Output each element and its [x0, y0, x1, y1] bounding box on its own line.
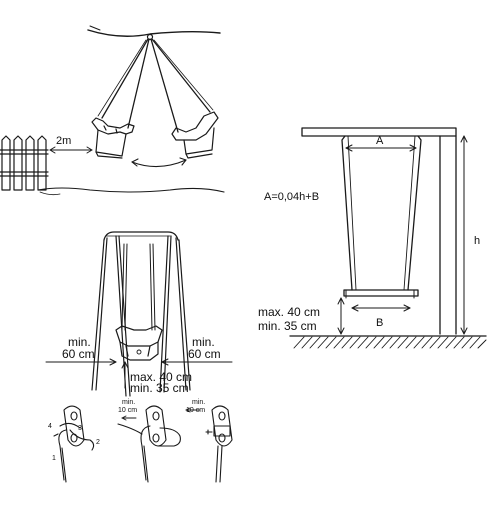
swing-motion-arrow: [131, 159, 187, 168]
formula-label: A=0,04h+B: [264, 191, 319, 203]
fastening-steps: 4 3 2 1 min. 10 cm min: [48, 399, 233, 483]
right-clearance-dist: 60 cm: [188, 347, 221, 361]
fence-distance-label: 2m: [56, 135, 71, 147]
step1-number-4: 4: [48, 423, 52, 430]
dim-b-label: B: [376, 317, 383, 329]
hanging-point: [146, 33, 154, 41]
right-post: [439, 135, 457, 335]
step2-distance: 10 cm: [118, 407, 137, 414]
middle-aframe-scene: min. 60 cm min. 60 cm max. 40 cm min. 35…: [45, 231, 233, 397]
top-ground-line: [37, 187, 225, 193]
step1-number-2: 2: [96, 439, 100, 446]
step1-number-3: 3: [78, 425, 82, 432]
baby-seat: [115, 325, 163, 361]
left-clearance-min: min.: [68, 335, 91, 349]
right-swing-seat: [171, 111, 219, 159]
seat-height-max-label: max. 40 cm: [258, 305, 320, 319]
middle-seat-height-max: max. 40 cm: [130, 370, 192, 384]
step2-min: min.: [122, 399, 135, 406]
fastening-step-3: min. 10 cm: [185, 399, 233, 483]
seat-height-min-label: min. 35 cm: [258, 319, 317, 333]
aframe-right-legs: [159, 235, 191, 393]
dim-a-label: A: [376, 135, 384, 147]
seat-board: [343, 289, 419, 297]
step3-distance: 10 cm: [186, 407, 205, 414]
right-dimension-scene: A A=0,04h+B h max. 40 cm min. 35 cm B: [258, 127, 487, 349]
fastening-step-2: min. 10 cm: [117, 399, 181, 483]
step1-number-1: 1: [52, 455, 56, 462]
step3-min: min.: [192, 399, 205, 406]
fence: [0, 135, 49, 191]
aframe-left-legs: [91, 235, 131, 397]
top-beam: [87, 29, 221, 37]
left-swing-seat: [91, 117, 135, 159]
fastening-step-1: 4 3 2 1: [48, 405, 100, 483]
middle-seat-height-min: min. 35 cm: [130, 381, 189, 395]
dim-h-label: h: [474, 235, 480, 247]
top-swing-scene: 2m: [0, 25, 225, 196]
left-clearance-dist: 60 cm: [62, 347, 95, 361]
right-clearance-min: min.: [192, 335, 215, 349]
